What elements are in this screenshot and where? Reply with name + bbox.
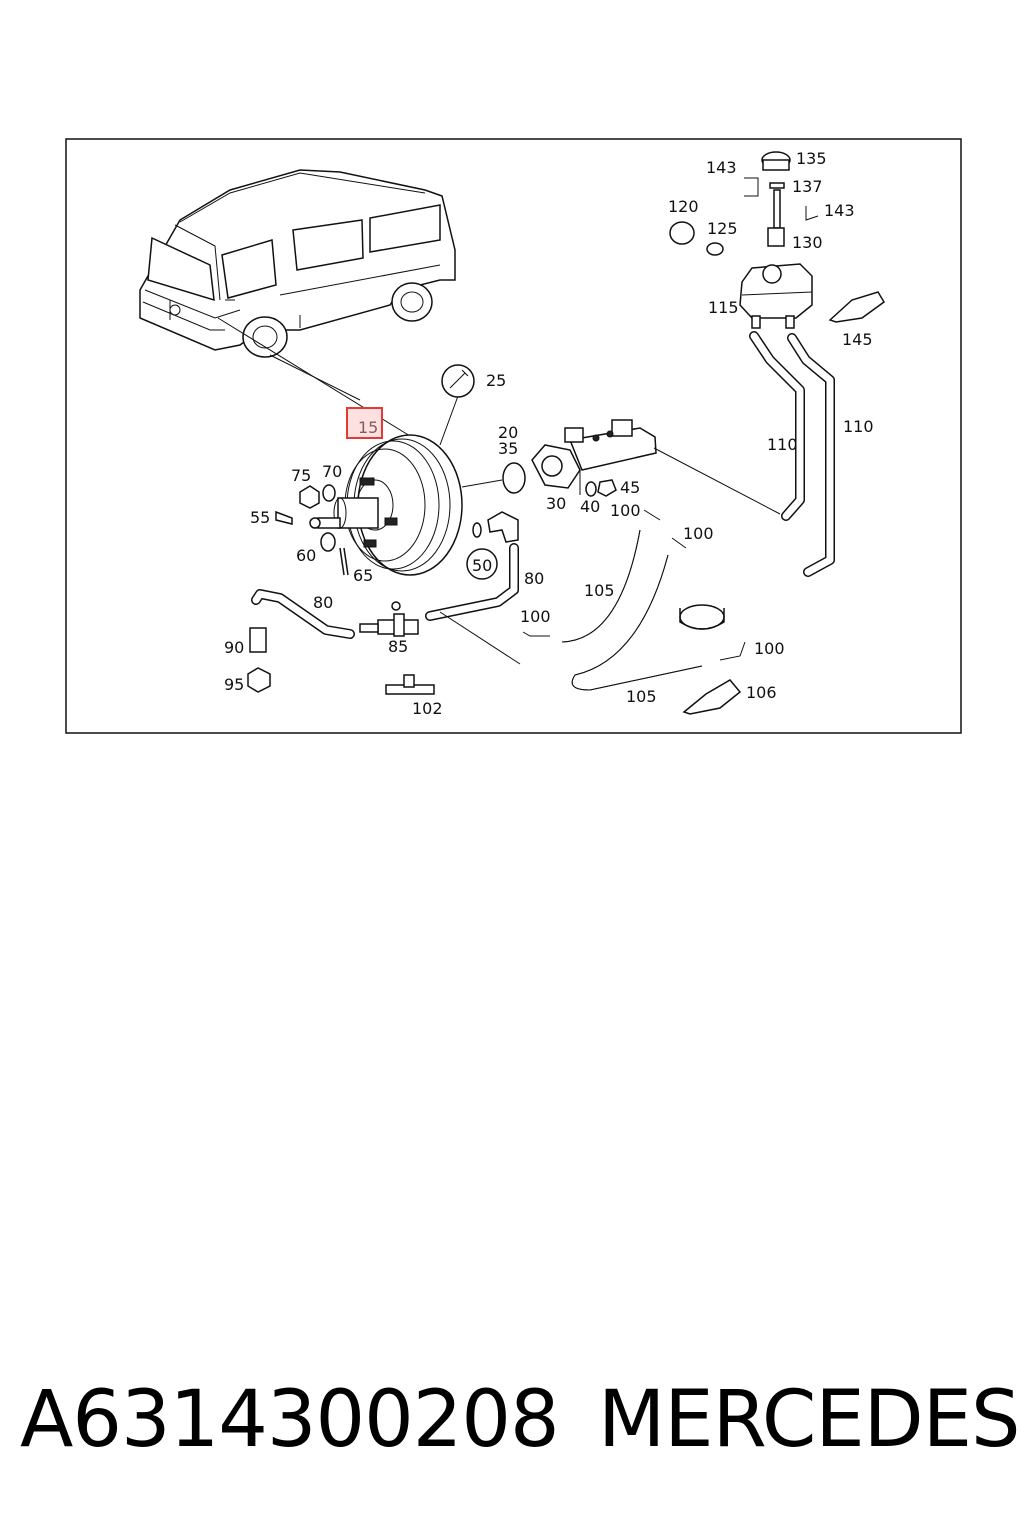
check-valve-50	[466, 511, 519, 580]
washer-60	[320, 532, 336, 552]
diagram-border	[65, 138, 962, 734]
wrench-icon	[449, 369, 469, 389]
seal-125	[706, 242, 724, 256]
footer: A6314300208 MERCEDES	[0, 1370, 1024, 1470]
callout-137: 137	[792, 177, 823, 196]
t-piece-102	[385, 674, 435, 695]
callout-65: 65	[353, 566, 373, 585]
clamp-145	[828, 291, 885, 323]
callout-130: 130	[792, 233, 823, 252]
callout-110-a: 110	[767, 435, 798, 454]
callout-20: 20	[498, 423, 518, 442]
callout-145: 145	[842, 330, 873, 349]
fitting-90	[249, 627, 267, 653]
level-sensor	[761, 151, 791, 247]
leader-85	[439, 611, 521, 665]
callout-95: 95	[224, 675, 244, 694]
callout-135: 135	[796, 149, 827, 168]
callout-100-a: 100	[520, 607, 551, 626]
clip-143-left	[744, 177, 759, 197]
nut-45	[597, 479, 617, 497]
master-cylinder	[531, 419, 657, 489]
washer-40	[585, 481, 597, 497]
callout-115: 115	[708, 298, 739, 317]
nut-95	[247, 667, 271, 693]
hoses-110	[749, 331, 835, 577]
van-illustration	[139, 169, 456, 358]
callout-85: 85	[388, 637, 408, 656]
callout-90: 90	[224, 638, 244, 657]
callout-100-b: 100	[610, 501, 641, 520]
brake-booster	[309, 434, 463, 576]
o-ring	[502, 462, 526, 494]
valve-85	[359, 601, 419, 637]
cap-120	[669, 221, 695, 245]
callout-120: 120	[668, 197, 699, 216]
callout-50: 50	[472, 556, 492, 575]
callout-15: 15	[358, 418, 378, 437]
callout-45: 45	[620, 478, 640, 497]
callout-55: 55	[250, 508, 270, 527]
clip-143-right	[805, 206, 819, 221]
bolt-55	[275, 510, 293, 525]
leader-25	[439, 395, 459, 446]
highlight-box	[346, 407, 383, 439]
leader-110	[653, 447, 781, 515]
brake-fluid-reservoir	[739, 263, 813, 329]
callout-143-b: 143	[824, 201, 855, 220]
callout-70: 70	[322, 462, 342, 481]
cotter-pin-65	[339, 547, 349, 576]
callout-25: 25	[486, 371, 506, 390]
washer-70	[322, 484, 336, 502]
round-cap-body	[679, 608, 725, 630]
callout-15-highlight[interactable]: 15	[346, 407, 383, 439]
brand-name: MERCEDES	[598, 1375, 1020, 1465]
clamp-106	[682, 679, 742, 715]
callout-125: 125	[707, 219, 738, 238]
callout-105-b: 105	[626, 687, 657, 706]
callout-80-a: 80	[313, 593, 333, 612]
vacuum-hoses-80	[251, 543, 519, 639]
leader-van-2	[269, 354, 361, 401]
callout-80-b: 80	[524, 569, 544, 588]
callout-40: 40	[580, 497, 600, 516]
callout-143-a: 143	[706, 158, 737, 177]
callout-35: 35	[498, 439, 518, 458]
part-number: A6314300208	[20, 1375, 560, 1465]
callout-100-c: 100	[683, 524, 714, 543]
nut-75	[299, 485, 320, 509]
callout-105-a: 105	[584, 581, 615, 600]
parts-diagram: 15 25 20 35 30 40 45	[0, 0, 1024, 760]
callout-75: 75	[291, 466, 311, 485]
callout-110-b: 110	[843, 417, 874, 436]
callout-60: 60	[296, 546, 316, 565]
hoses-105	[522, 509, 746, 691]
exploded-view-svg: 15 25 20 35 30 40 45	[65, 138, 962, 734]
callout-106: 106	[746, 683, 777, 702]
leader-oring	[461, 479, 503, 488]
callout-30: 30	[546, 494, 566, 513]
wrench-symbol	[441, 364, 475, 398]
callout-100-d: 100	[754, 639, 785, 658]
callout-102: 102	[412, 699, 443, 718]
